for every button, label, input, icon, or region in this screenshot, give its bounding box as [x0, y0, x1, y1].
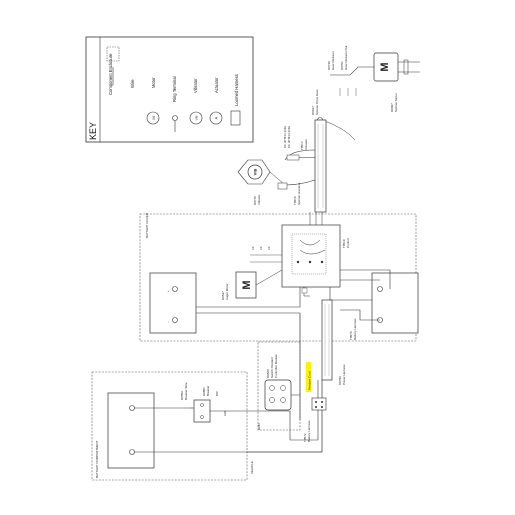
control-box: [281, 212, 341, 288]
breaker-name: Breaker: [206, 385, 210, 396]
vibrator-component: VIB: [237, 159, 288, 190]
svg-text:−: −: [166, 321, 170, 323]
spinner-harness-code: T0510: [293, 196, 297, 205]
svg-text:CF: CF: [267, 246, 271, 250]
motor-icon: M: [146, 111, 160, 125]
battery-compartment-enclosure: BATTERY COMPARTMENT: [91, 371, 248, 481]
svg-text:M: M: [151, 116, 156, 119]
spinner-harness-name: Spinner Harness: [297, 182, 301, 205]
battery-harness-loom-bottom: [247, 380, 327, 453]
key-label-loomed-harness: Loomed Harness: [234, 74, 239, 106]
auger-motor-code: D0537: [221, 291, 225, 300]
battery-block-right: [371, 272, 419, 334]
breaker-code: D0801: [202, 387, 206, 396]
control-pin-labels: CF CF CF: [250, 246, 282, 263]
gear-reducer-code: D0740: [327, 61, 331, 70]
svg-text:+: +: [166, 290, 170, 292]
breaker-wire-code: D0559: [180, 391, 184, 400]
key-label-actuator: Actuator: [214, 77, 219, 93]
vibrator-name: Vibrator: [257, 195, 261, 205]
switch-pendant-name: Switch Pendant: [270, 357, 274, 378]
switch-pendant-code: D0560: [266, 369, 270, 378]
battery-compartment-label: BATTERY COMPARTMENT: [95, 440, 99, 478]
pendant-cord-label: Pendant Cord: [308, 371, 312, 390]
svg-text:A: A: [214, 116, 219, 119]
svg-text:M: M: [379, 62, 391, 71]
aux-label: AUX: [223, 410, 227, 416]
switch-pendant-line2: Controller Module: [274, 354, 278, 378]
spinner-harness-loom: [284, 119, 327, 213]
auger-motor-name: Auger Motor: [225, 283, 229, 300]
control-name: Control: [346, 238, 350, 248]
cover-wiring: [196, 269, 391, 321]
actuator-connector: [286, 154, 315, 161]
power-harness-name: Power Harness: [342, 364, 346, 385]
switch-pendant-enclosure: [257, 341, 301, 431]
battery-harness-2-code: T0572: [303, 433, 307, 442]
actuator-code: T0513: [300, 141, 304, 150]
svg-text:M: M: [241, 280, 253, 289]
svg-text:CF: CF: [251, 246, 255, 250]
ring-terminal-icon: [172, 115, 178, 132]
breaker-wire-name: Breaker Wire: [184, 382, 188, 400]
auger-motor: M: [235, 269, 283, 299]
gear-reducer-nut-code: D0701: [340, 61, 344, 70]
svg-text:VIB: VIB: [195, 116, 199, 121]
enclosure-icon: [106, 46, 120, 62]
gear-reducer-name: Gear Reducer: [331, 51, 335, 70]
actuator-name: Actuator: [304, 139, 308, 150]
battery-harness-2-name: Battery Harness: [307, 420, 311, 442]
control-code: T0510: [342, 239, 346, 248]
key-label-wire: Wire: [130, 79, 135, 88]
key-label-ring-terminal: Ring Terminal: [172, 76, 177, 102]
bat-label: BAT: [215, 391, 219, 396]
vehicle-label: VEHICLE: [250, 461, 254, 474]
spinner-motor-name: Spinner Motor: [394, 93, 398, 112]
ground-label-1: GND: [257, 423, 261, 431]
svg-text:CF: CF: [259, 246, 263, 250]
key-label-vibrator: Vibrator: [193, 78, 198, 93]
key-title: KEY: [88, 122, 98, 140]
breaker-component: [190, 399, 247, 423]
svg-text:VIB: VIB: [253, 169, 258, 176]
battery-harness-name: Battery Harness: [353, 318, 357, 340]
spinner-motor-code: D0607: [390, 103, 394, 112]
pendant-cord: Pendant Cord: [299, 313, 312, 420]
main-battery-block: [107, 392, 247, 469]
vibrator-code: D0715: [253, 196, 257, 205]
actuator-pin-1: CF 3P B13 1/4G: [283, 125, 287, 148]
battery-cover-enclosure: BATTERY COVER: [139, 212, 417, 342]
spinner-motor: M D0607 Spinner Motor: [330, 52, 420, 112]
spinner-drive-gear-name: Spinner Drive Gear: [315, 89, 319, 115]
vibrator-icon: VIB: [189, 111, 203, 125]
motor-pin-marks: [339, 88, 357, 96]
key-panel: KEY M VIB A Component Enclosure Wire Mot…: [85, 36, 254, 143]
actuator-pin-2: CF 3P B13 2/4G: [287, 125, 291, 148]
battery-harness-code: T0570: [349, 331, 353, 340]
pendant-cord-highlight: [306, 362, 312, 392]
battery-cover-label: BATTERY COVER: [145, 212, 149, 238]
power-harness-code: D0790: [338, 376, 342, 385]
actuator-icon: A: [209, 111, 223, 125]
gear-reducer-nut-name: Gear Reducer Nut: [344, 45, 348, 70]
key-label-enclosure: Component Enclosure: [108, 53, 113, 95]
spinner-drive-gear-code: D0637: [311, 106, 315, 115]
key-label-motor: Motor: [151, 77, 156, 88]
power-harness-loom: [321, 299, 333, 381]
battery-block-left: + −: [149, 272, 197, 334]
loomed-harness-icon: [230, 110, 241, 126]
